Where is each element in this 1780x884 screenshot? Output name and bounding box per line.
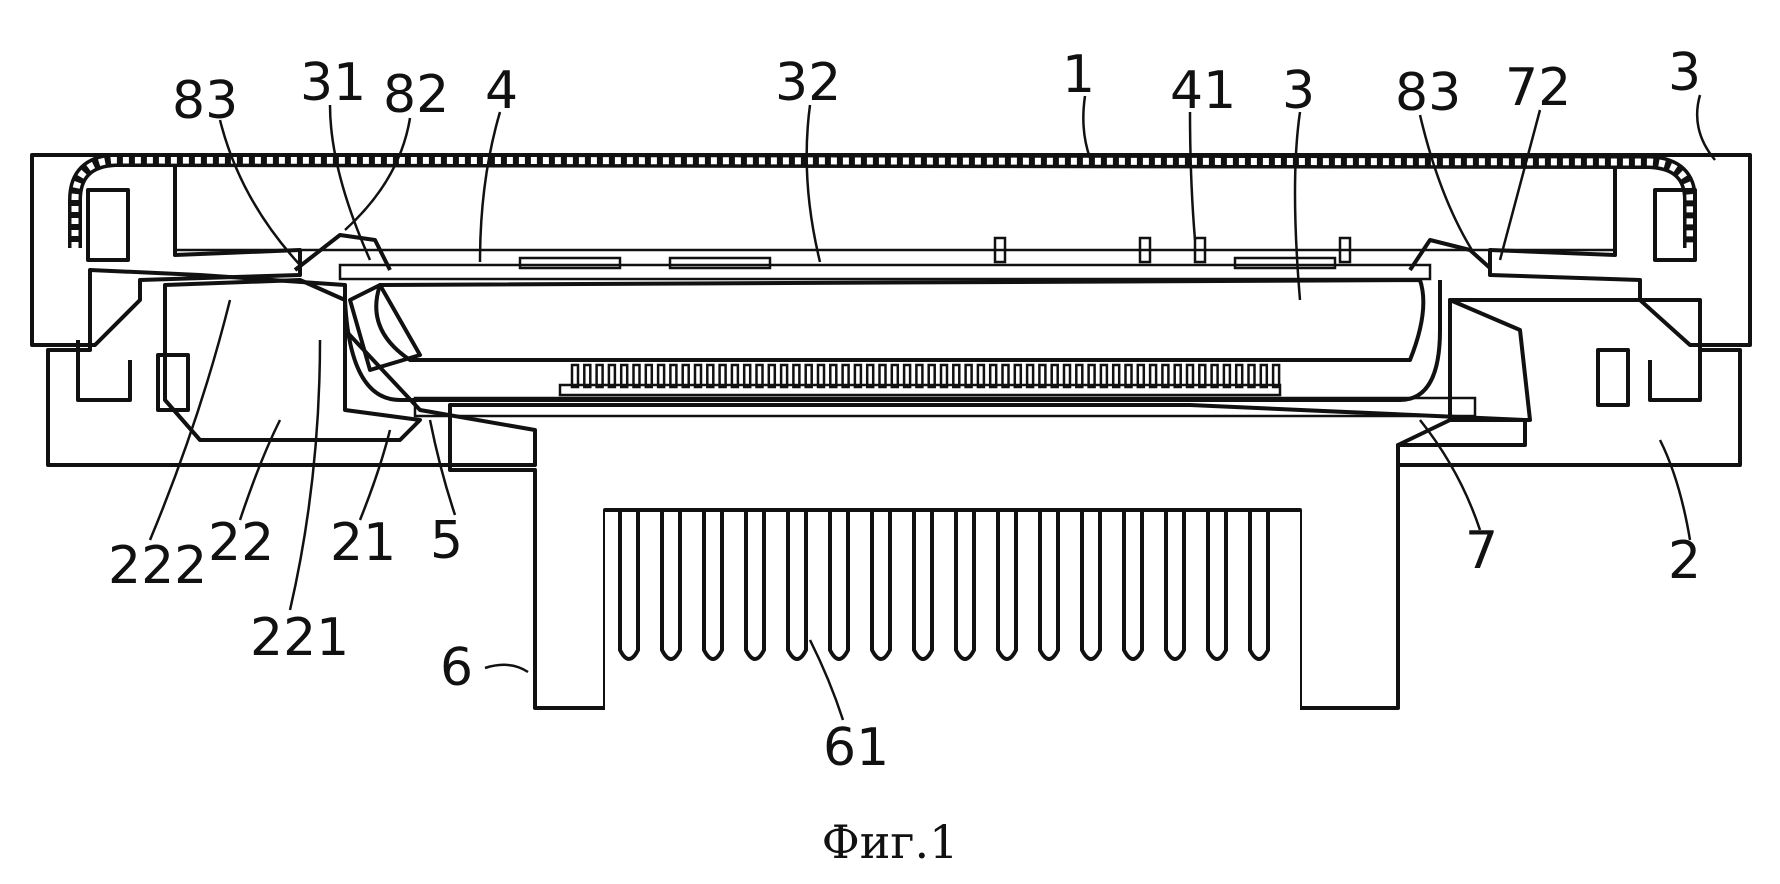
comb-tooth bbox=[818, 365, 824, 387]
comb-tooth bbox=[683, 365, 689, 387]
comb-tooth bbox=[1199, 365, 1205, 387]
comb-tooth bbox=[646, 365, 652, 387]
comb-tooth bbox=[916, 365, 922, 387]
comb-tooth bbox=[1076, 365, 1082, 387]
comb-tooth bbox=[720, 365, 726, 387]
comb-tooth bbox=[867, 365, 873, 387]
comb-tooth bbox=[966, 365, 972, 387]
comb-tooth bbox=[1126, 365, 1132, 387]
comb-tooth bbox=[1089, 365, 1095, 387]
comb-tooth bbox=[695, 365, 701, 387]
comb-tooth bbox=[1027, 365, 1033, 387]
comb-tooth bbox=[1224, 365, 1230, 387]
comb-tooth bbox=[830, 365, 836, 387]
label-83b: 83 bbox=[1395, 63, 1461, 123]
comb-tooth bbox=[744, 365, 750, 387]
comb-tooth bbox=[1138, 365, 1144, 387]
comb-tooth bbox=[1150, 365, 1156, 387]
comb-tooth bbox=[978, 365, 984, 387]
comb-tooth bbox=[1003, 365, 1009, 387]
comb-tooth bbox=[769, 365, 775, 387]
label-3b: 3 bbox=[1668, 43, 1701, 103]
label-1: 1 bbox=[1062, 45, 1095, 105]
comb-tooth bbox=[1187, 365, 1193, 387]
chip-pad bbox=[520, 258, 620, 268]
comb-tooth bbox=[1064, 365, 1070, 387]
label-82: 82 bbox=[383, 65, 449, 125]
label-83: 83 bbox=[172, 71, 238, 131]
comb-tooth bbox=[990, 365, 996, 387]
frame-part-22 bbox=[165, 280, 420, 440]
comb-tooth bbox=[609, 365, 615, 387]
comb-tooth bbox=[732, 365, 738, 387]
label-5: 5 bbox=[430, 511, 463, 571]
label-3: 3 bbox=[1282, 61, 1315, 121]
comb-tooth bbox=[597, 365, 603, 387]
label-4: 4 bbox=[485, 61, 518, 121]
label-7: 7 bbox=[1465, 521, 1498, 581]
comb-tooth bbox=[572, 365, 578, 387]
label-22: 22 bbox=[208, 513, 274, 573]
comb-tooth bbox=[1039, 365, 1045, 387]
comb-tooth bbox=[1052, 365, 1058, 387]
comb-tooth bbox=[1101, 365, 1107, 387]
label-221: 221 bbox=[250, 608, 349, 668]
comb-tooth bbox=[793, 365, 799, 387]
comb-tooth bbox=[757, 365, 763, 387]
figure-caption: Фиг.1 bbox=[822, 815, 959, 869]
comb-tooth bbox=[1113, 365, 1119, 387]
comb-tooth bbox=[1261, 365, 1267, 387]
comb-tooth bbox=[1015, 365, 1021, 387]
label-21: 21 bbox=[330, 513, 396, 573]
label-222: 222 bbox=[108, 536, 207, 596]
comb-tooth bbox=[1273, 365, 1279, 387]
chip-pad bbox=[1235, 258, 1335, 268]
comb-tooth bbox=[892, 365, 898, 387]
comb-tooth bbox=[707, 365, 713, 387]
label-41: 41 bbox=[1170, 61, 1236, 121]
label-31: 31 bbox=[300, 53, 366, 113]
comb-tooth bbox=[929, 365, 935, 387]
label-61: 61 bbox=[823, 718, 889, 778]
lid-1 bbox=[32, 155, 1750, 250]
label-2: 2 bbox=[1668, 531, 1701, 591]
comb-tooth bbox=[855, 365, 861, 387]
label-6: 6 bbox=[440, 638, 473, 698]
comb-tooth bbox=[953, 365, 959, 387]
substrate-3 bbox=[376, 280, 1423, 360]
gap-31 bbox=[350, 285, 420, 370]
label-32: 32 bbox=[775, 53, 841, 113]
comb-tooth bbox=[1249, 365, 1255, 387]
comb-tooth bbox=[843, 365, 849, 387]
comb-tooth bbox=[584, 365, 590, 387]
comb-tooth bbox=[1175, 365, 1181, 387]
comb-tooth bbox=[941, 365, 947, 387]
chip-pad bbox=[670, 258, 770, 268]
comb-tooth bbox=[806, 365, 812, 387]
heat-sink-6 bbox=[450, 405, 1525, 710]
contact-comb bbox=[572, 365, 1279, 387]
comb-tooth bbox=[904, 365, 910, 387]
comb-tooth bbox=[1236, 365, 1242, 387]
label-72: 72 bbox=[1505, 58, 1571, 118]
comb-tooth bbox=[1212, 365, 1218, 387]
comb-tooth bbox=[670, 365, 676, 387]
comb-tooth bbox=[658, 365, 664, 387]
base-frame-2 bbox=[48, 270, 1740, 465]
comb-tooth bbox=[880, 365, 886, 387]
comb-tooth bbox=[634, 365, 640, 387]
comb-tooth bbox=[621, 365, 627, 387]
comb-tooth bbox=[1162, 365, 1168, 387]
comb-tooth bbox=[781, 365, 787, 387]
